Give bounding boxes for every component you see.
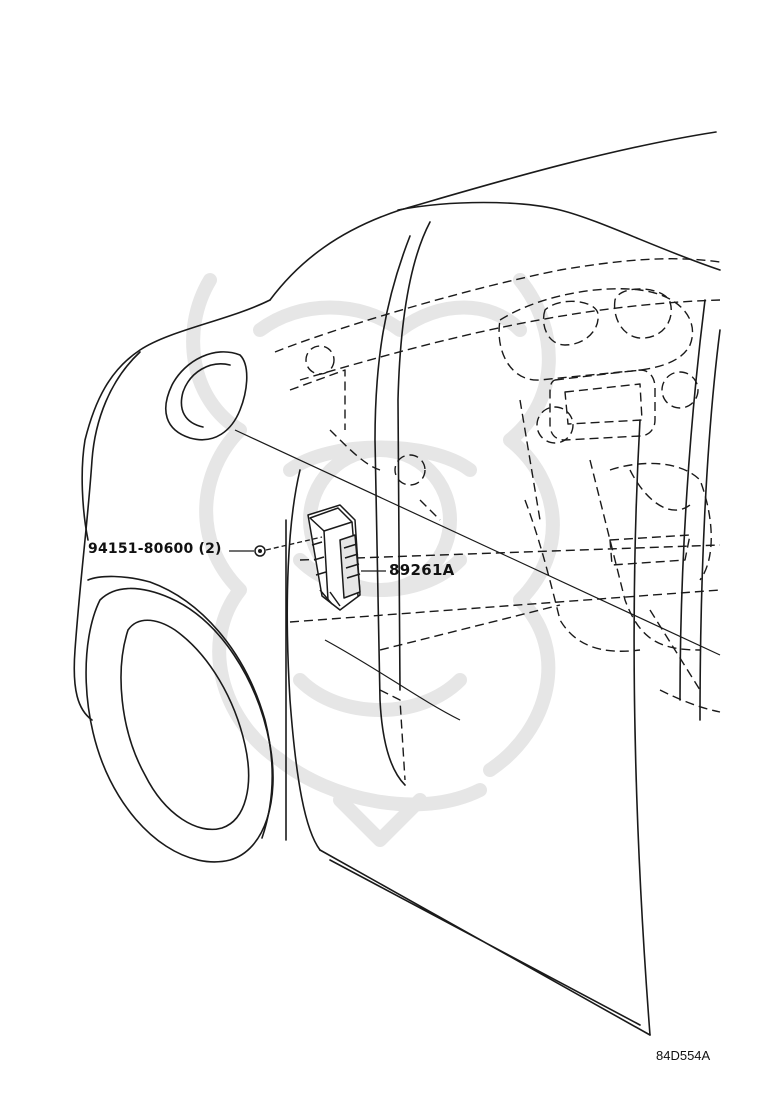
vent-left — [536, 406, 574, 444]
roof-line — [269, 131, 717, 301]
guide-lines — [234, 429, 721, 721]
front-bumper — [73, 351, 141, 721]
headlight — [164, 351, 248, 441]
center-console — [589, 459, 701, 651]
a-pillar-outer — [397, 201, 721, 271]
wheel-arch — [87, 575, 273, 839]
part-label-94151-80600: 94151-80600 (2) — [88, 541, 222, 557]
door-edge — [286, 469, 321, 851]
vehicle-outline — [73, 131, 721, 1036]
hood-line — [81, 299, 271, 541]
dashboard-top — [274, 258, 721, 353]
display-screen — [549, 369, 656, 441]
figure-code: 84D554A — [656, 1048, 711, 1063]
gauge-left — [542, 300, 599, 346]
a-pillar — [374, 235, 411, 786]
front-tire — [85, 587, 274, 863]
vent-right — [661, 371, 699, 409]
leader-lines — [229, 536, 386, 572]
part-label-89261A: 89261A — [389, 561, 455, 579]
rocker-panel — [319, 849, 651, 1036]
interior-dashboard — [274, 258, 721, 781]
nut-icon — [254, 545, 266, 557]
control-module-icon — [307, 504, 361, 611]
vent-side — [394, 454, 426, 486]
instrument-binnacle — [498, 288, 694, 381]
